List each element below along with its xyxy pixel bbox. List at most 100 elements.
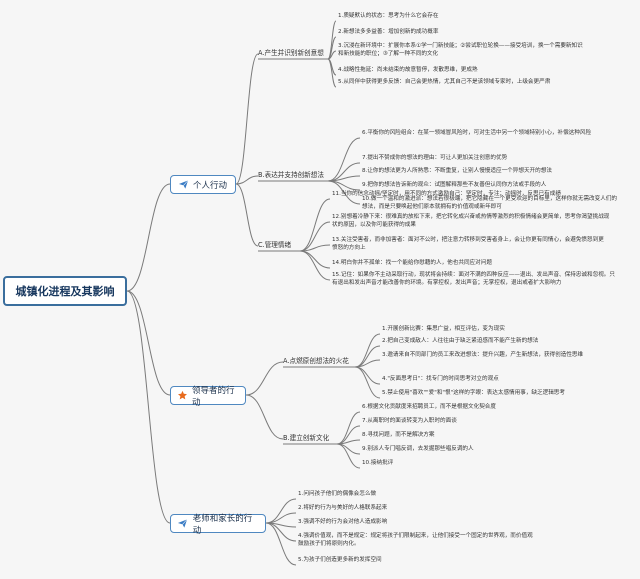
leaf-item[interactable]: 6.平衡你的风险组合：在某一领域冒风险时，可对生活中另一个领域特别小心，补偿这种…	[362, 130, 612, 138]
branch-node[interactable]: 个人行动	[170, 175, 236, 194]
branch-sub-link	[245, 361, 284, 396]
leaf-item[interactable]: 4.强调价值观，而不是规定：规定将孩子们限制起来，让他们接受一个固定的世界观，而…	[298, 533, 534, 548]
branch-sub-link	[235, 175, 259, 185]
leaf-text: 7.提出不赞成你的想法的理由：可让人更加关注创意的优势	[362, 155, 508, 161]
leaf-link	[327, 180, 361, 205]
leaf-text: 3.邀请来自不同部门的员工来改进想法：提升兴趣，产生新想法，获得创造性思维	[382, 352, 584, 358]
leaf-item[interactable]: 3.邀请来自不同部门的员工来改进想法：提升兴趣，产生新想法，获得创造性思维	[382, 352, 622, 360]
leaf-link	[327, 180, 361, 191]
leaf-item[interactable]: 2.将好的行为与美好的人格联系起来	[298, 505, 538, 513]
leaf-text: 3.强调不好的行为会对他人造成影响	[298, 519, 388, 525]
leaf-item[interactable]: 2.把自己变成敌人：人往往由于缺乏紧迫感而不能产生新的想法	[382, 338, 622, 346]
leaf-item[interactable]: 13.关注受害者，而非加害者：面对不公时，把注意力转移到受害者身上，会让你更有同…	[332, 237, 608, 252]
leaf-item[interactable]: 9.别派人专门唱反调，去发掘那些唱反调的人	[362, 446, 602, 454]
leaf-link	[265, 512, 297, 524]
branch-sub-link	[235, 53, 259, 185]
leaf-link	[336, 443, 361, 469]
branch-node[interactable]: 领导者的行动	[170, 386, 246, 408]
leaf-link	[336, 411, 361, 445]
branch-sub-link	[235, 183, 259, 247]
leaf-item[interactable]: 9.把你的想法告诉新的观众：试图解释那些不友善但认同你方法或手段的人	[362, 182, 632, 190]
leaf-text: 14.明白你并不孤单：找一个能给你慰藉的人，他也共同应对问题	[332, 260, 492, 266]
leaf-link	[299, 198, 331, 252]
leaf-link	[265, 498, 297, 524]
leaf-text: 6.根据文化贡献度来招聘员工，而不是根据文化契合度	[362, 404, 496, 410]
leaf-text: 15.记住：如果你不主动采取行动，现状将会持续：面对不满的四种反应——退出、发出…	[332, 272, 615, 286]
leaf-text: 13.关注受害者，而非加害者：面对不公时，把注意力转移到受害者身上，会让你更有同…	[332, 237, 604, 251]
root-branch-link	[126, 183, 171, 292]
leaf-text: 5.禁止使用"喜欢""爱"和"恨"这样的字眼：表达太感情用事，缺乏逻辑思考	[382, 390, 565, 396]
leaf-link	[354, 359, 381, 368]
leaf-text: 9.别派人专门唱反调，去发掘那些唱反调的人	[362, 446, 474, 452]
leaf-text: 2.把自己变成敌人：人往往由于缺乏紧迫感而不能产生新的想法	[382, 338, 539, 344]
subtopic-label[interactable]: B.建立创新文化	[283, 434, 330, 442]
leaf-item[interactable]: 6.根据文化贡献度来招聘员工，而不是根据文化契合度	[362, 404, 602, 412]
leaf-link	[265, 522, 297, 566]
leaf-text: 2.新想法多多益善：增加创新的成功概率	[338, 29, 439, 35]
leaf-link	[327, 58, 337, 88]
leaf-text: 8.寻找问题，而不是解决方案	[362, 432, 435, 438]
leaf-text: 7.从离职时的面谈转变为入职时的面谈	[362, 418, 457, 424]
leaf-item[interactable]: 1.问问孩子他们的偶像会怎么做	[298, 491, 538, 499]
subtopic-label[interactable]: C.管理情绪	[258, 241, 292, 249]
leaf-link	[327, 137, 361, 182]
leaf-item[interactable]: 4.战略性拖延：尚未结束的故意暂停，发散思维，更成熟	[338, 67, 608, 75]
leaf-text: 11.当你的信念动摇/坚定时，用不同的方式激励自己：坚定时，专注；动摇时，反思已…	[332, 191, 561, 197]
subtopic-label[interactable]: A.产生并识别新创意想	[258, 49, 324, 57]
leaf-text: 4.强调价值观，而不是规定：规定将孩子们限制起来，让他们接受一个固定的世界观，而…	[298, 533, 533, 547]
leaf-text: 3.沉浸在新环境中：扩展你本系①学一门新技能；②尝试职位轮换——接受培训，换一个…	[338, 43, 583, 57]
leaf-text: 4.战略性拖延：尚未结束的故意暂停，发散思维，更成熟	[338, 67, 478, 73]
leaf-item[interactable]: 11.当你的信念动摇/坚定时，用不同的方式激励自己：坚定时，专注；动摇时，反思已…	[332, 191, 612, 199]
leaf-item[interactable]: 2.新想法多多益善：增加创新的成功概率	[338, 29, 608, 37]
leaf-text: 10.做一个温和的激进派：想法若很极端，把它隐藏在一个更受欢迎的目标里，这样你就…	[362, 196, 618, 210]
leaf-item[interactable]: 5.从同伴中获得更多反馈：自己会更热情，尤其自己不是该领域专家时，上级会更严肃	[338, 79, 596, 87]
root-branch-link	[126, 290, 171, 524]
leaf-item[interactable]: 3.沉浸在新环境中：扩展你本系①学一门新技能；②尝试职位轮换——接受培训，换一个…	[338, 43, 584, 58]
branch-node[interactable]: 老师和家长的行动	[170, 513, 266, 536]
leaf-item[interactable]: 3.强调不好的行为会对他人造成影响	[298, 519, 538, 527]
leaf-text: 1.质疑默认的状态：思考为什么它会存在	[338, 13, 439, 19]
leaf-item[interactable]: 12.别想着冷静下来：很难真的放松下来，把它转化成兴奋或热情等激烈的积极情绪会更…	[332, 214, 612, 229]
leaf-link	[354, 366, 381, 399]
leaf-item[interactable]: 1.开展创新比赛：集思广益，相互评估，变为现实	[382, 326, 582, 334]
leaf-text: 5.从同伴中获得更多反馈：自己会更热情，尤其自己不是该领域专家时，上级会更严肃	[338, 79, 551, 85]
leaf-text: 2.将好的行为与美好的人格联系起来	[298, 505, 388, 511]
leaf-item[interactable]: 7.从离职时的面谈转变为入职时的面谈	[362, 418, 602, 426]
leaf-item[interactable]: 7.提出不赞成你的想法的理由：可让人更加关注创意的优势	[362, 155, 632, 163]
leaf-item[interactable]: 5.为孩子们创造更多新的发挥空间	[298, 557, 538, 565]
leaf-link	[299, 250, 331, 281]
leaf-text: 1.问问孩子他们的偶像会怎么做	[298, 491, 377, 497]
leaf-item[interactable]: 15.记住：如果你不主动采取行动，现状将会持续：面对不满的四种反应——退出、发出…	[332, 272, 618, 287]
leaf-text: 10.接纳批评	[362, 460, 394, 466]
leaf-text: 4."反面思考日"：找专门的时间思考对立的观点	[382, 376, 499, 382]
leaf-link	[354, 333, 381, 368]
leaf-link	[327, 50, 337, 60]
paper-plane-icon	[177, 179, 189, 191]
leaf-item[interactable]: 1.质疑默认的状态：思考为什么它会存在	[338, 13, 608, 21]
leaf-link	[327, 20, 337, 60]
leaf-item[interactable]: 8.寻找问题，而不是解决方案	[362, 432, 602, 440]
leaf-text: 6.平衡你的风险组合：在某一领域冒风险时，可对生活中另一个领域特别小心，补偿这种…	[362, 130, 592, 136]
leaf-item[interactable]: 4."反面思考日"：找专门的时间思考对立的观点	[382, 376, 622, 384]
subtopic-label[interactable]: A.点燃原创想法的火花	[283, 357, 349, 365]
leaf-item[interactable]: 10.接纳批评	[362, 460, 602, 468]
paper-plane-icon	[177, 518, 189, 530]
star-icon	[177, 390, 188, 402]
root-branch-link	[126, 290, 171, 396]
leaf-item[interactable]: 8.让你的想法更为人所熟悉：不断重复，让别人慢慢适应一个异想天开的想法	[362, 168, 632, 176]
branch-label: 老师和家长的行动	[192, 513, 253, 536]
leaf-text: 5.为孩子们创造更多新的发挥空间	[298, 557, 382, 563]
leaf-item[interactable]: 10.做一个温和的激进派：想法若很极端，把它隐藏在一个更受欢迎的目标里，这样你就…	[362, 196, 622, 211]
leaf-link	[265, 522, 297, 542]
leaf-link	[336, 443, 361, 455]
subtopic-label[interactable]: B.表达并支持创新想法	[258, 171, 324, 179]
leaf-text: 9.把你的想法告诉新的观众：试图解释那些不友善但认同你方法或手段的人	[362, 182, 547, 188]
branch-sub-link	[245, 394, 284, 440]
leaf-item[interactable]: 14.明白你并不孤单：找一个能给你慰藉的人，他也共同应对问题	[332, 260, 612, 268]
leaf-item[interactable]: 5.禁止使用"喜欢""爱"和"恨"这样的字眼：表达太感情用事，缺乏逻辑思考	[382, 390, 622, 398]
branch-label: 个人行动	[193, 180, 228, 191]
leaf-text: 1.开展创新比赛：集思广益，相互评估，变为现实	[382, 326, 505, 332]
leaf-link	[299, 221, 331, 252]
root-node[interactable]: 城镇化进程及其影响	[3, 276, 127, 306]
